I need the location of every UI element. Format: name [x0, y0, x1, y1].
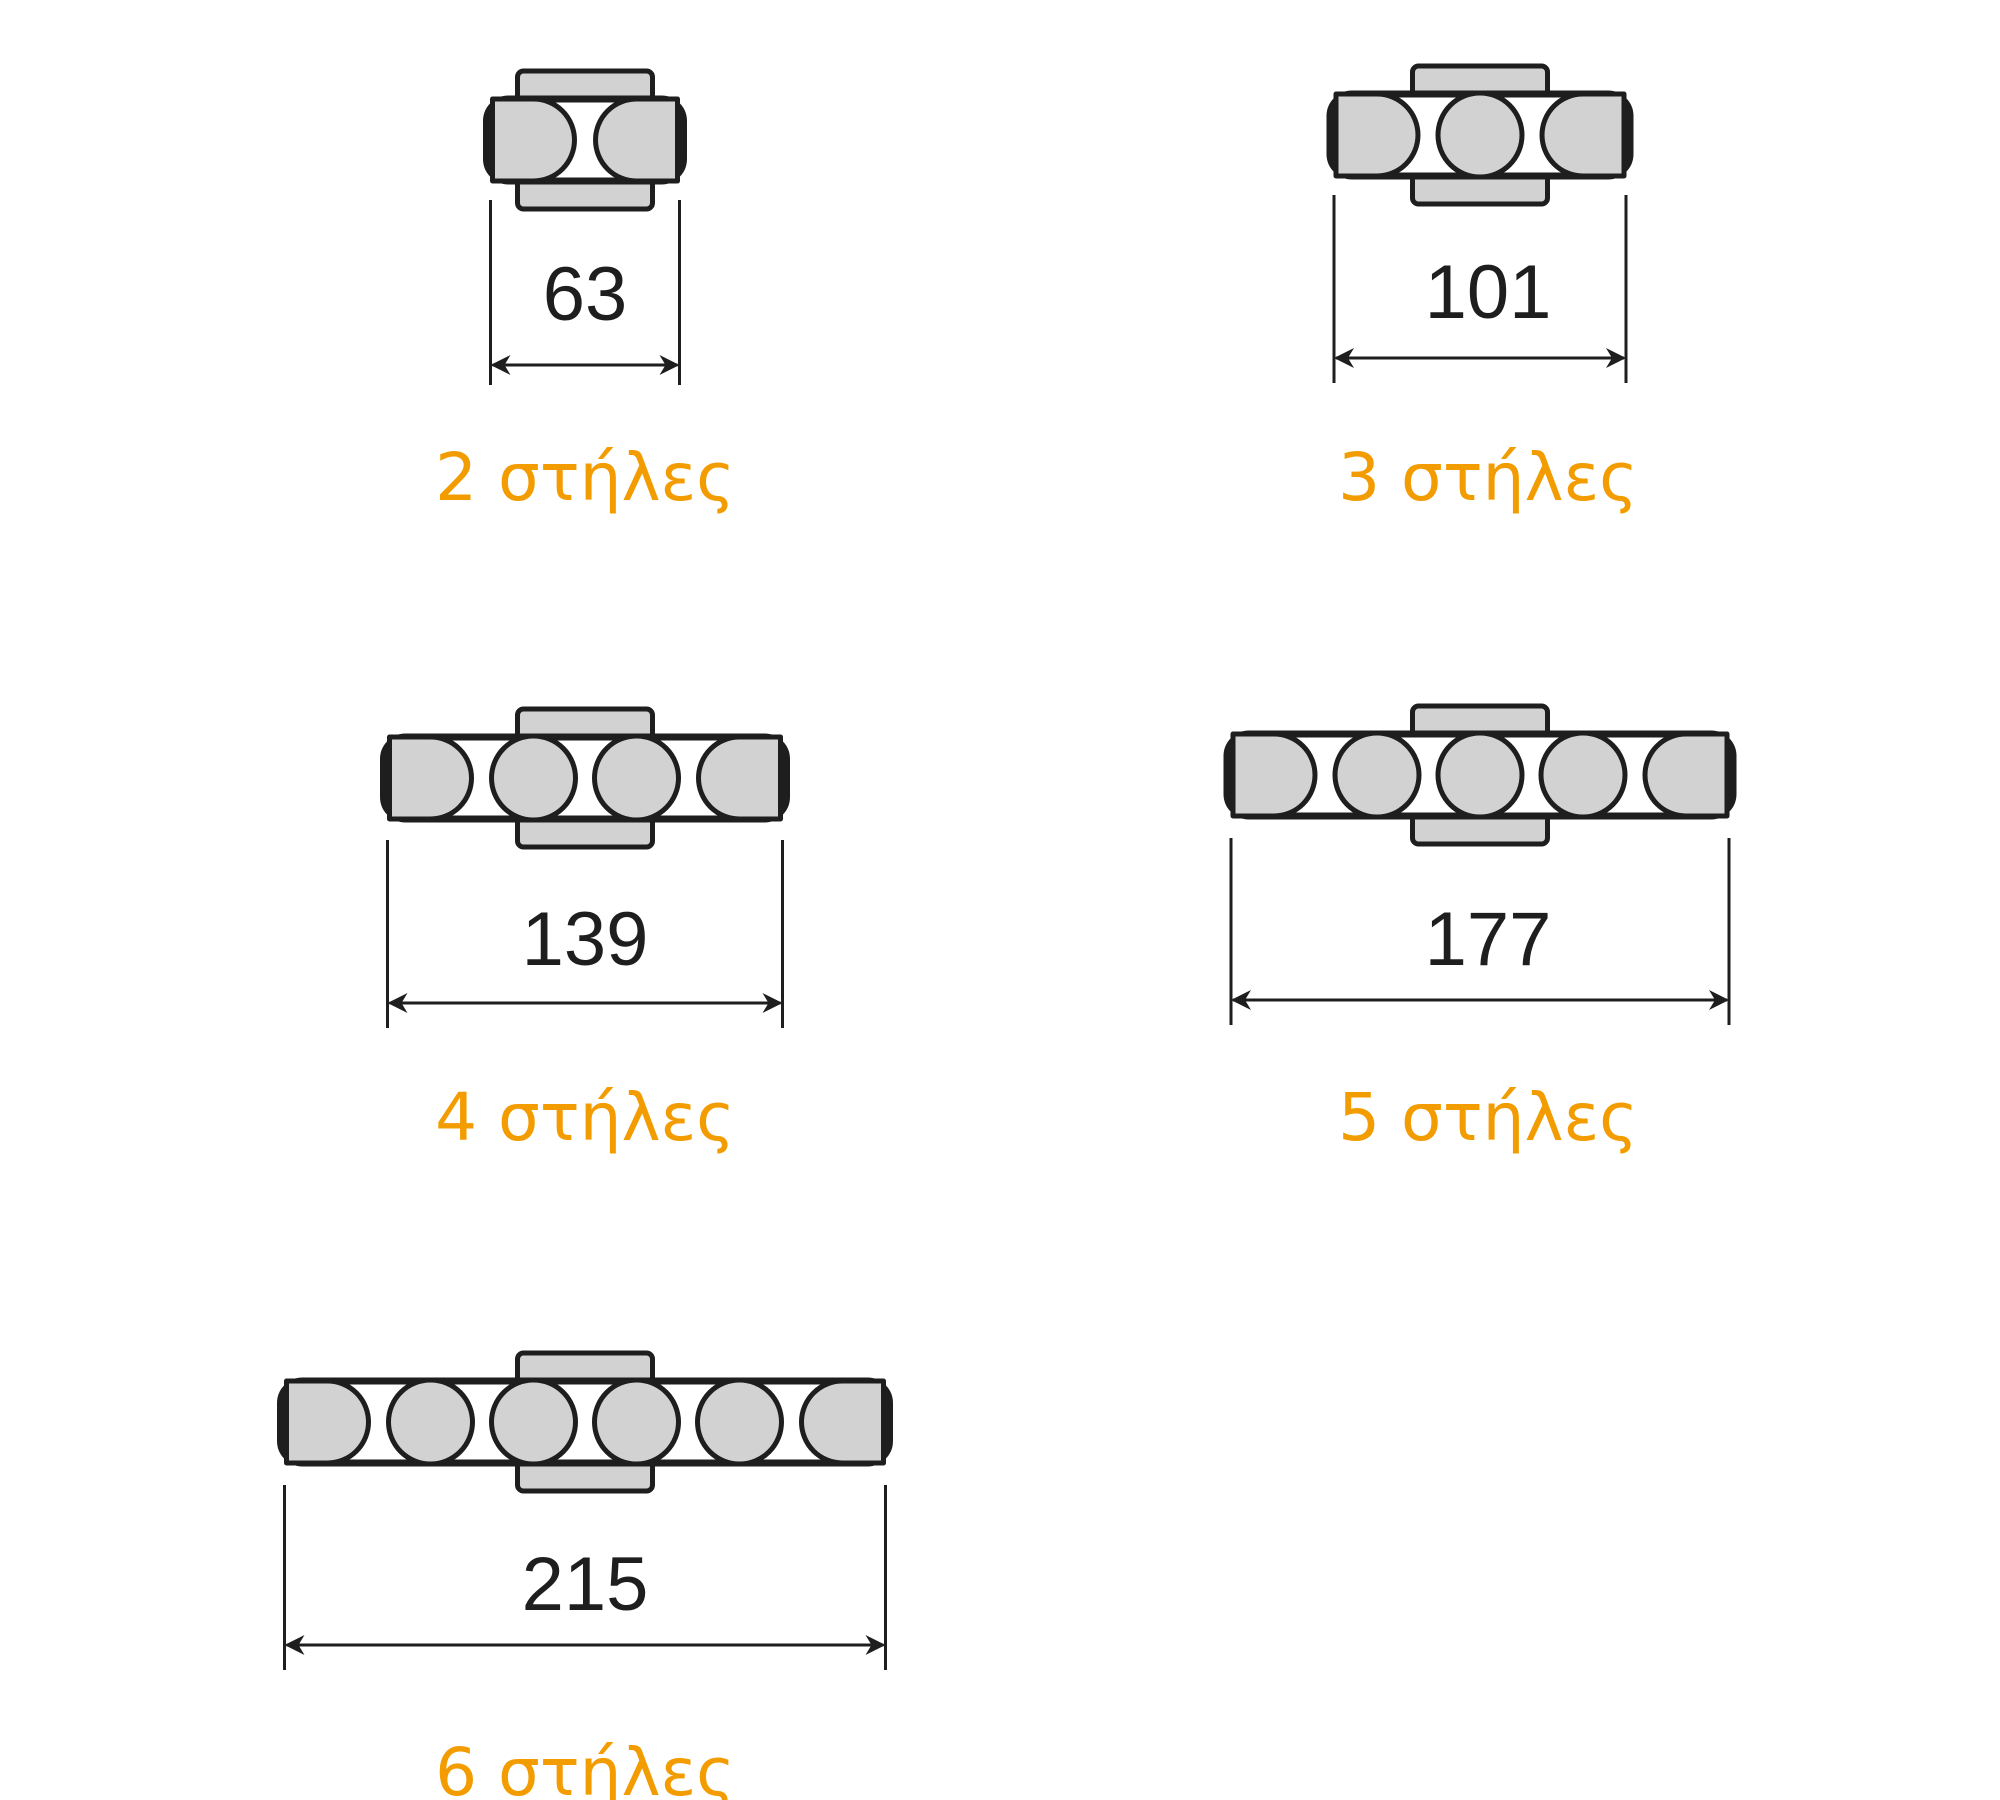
column-assembly	[1326, 63, 1634, 207]
rail-outline	[277, 1377, 893, 1467]
rail-outline	[380, 733, 790, 823]
column-assembly	[277, 1350, 893, 1494]
dimension-label: 101	[1425, 250, 1552, 335]
figure-2-columns: 63 2 στήλες	[435, 68, 735, 516]
column-end	[284, 1378, 371, 1466]
figure-caption: 3 στήλες	[1338, 439, 1638, 516]
column	[489, 1377, 578, 1467]
column	[489, 733, 578, 823]
figure-caption: 4 στήλες	[435, 1079, 735, 1156]
column	[1435, 90, 1525, 180]
column-end	[1333, 91, 1421, 179]
column-end	[696, 734, 783, 822]
column	[1435, 730, 1525, 820]
column-end	[1539, 91, 1627, 179]
dimension-label: 139	[522, 897, 649, 982]
column	[1332, 730, 1422, 820]
dimension-lines	[386, 840, 784, 1028]
dimension-label: 63	[543, 252, 628, 337]
column-assembly	[1223, 703, 1737, 847]
dimension-label: 215	[522, 1542, 649, 1627]
figure-caption: 5 στήλες	[1338, 1079, 1638, 1156]
column	[592, 733, 681, 823]
dimension-lines	[1332, 195, 1628, 383]
dimension-lines	[489, 200, 681, 385]
figure-3-columns: 101 3 στήλες	[1326, 63, 1638, 516]
figure-4-columns: 139 4 στήλες	[380, 706, 790, 1156]
dimension-lines	[1229, 838, 1731, 1025]
column	[695, 1377, 784, 1467]
column-end	[1230, 731, 1318, 819]
figure-5-columns: 177 5 στήλες	[1223, 703, 1737, 1156]
column-end	[799, 1378, 886, 1466]
figure-6-columns: 215 6 στήλες	[277, 1350, 893, 1800]
column	[1538, 730, 1628, 820]
column-assembly	[380, 706, 790, 850]
column-end	[387, 734, 474, 822]
figure-caption: 2 στήλες	[435, 439, 735, 516]
figure-caption: 6 στήλες	[435, 1734, 735, 1800]
dimension-lines	[283, 1485, 887, 1670]
column-assembly	[483, 68, 687, 212]
column-end	[490, 96, 577, 184]
dimension-label: 177	[1425, 897, 1552, 982]
column-end	[593, 96, 680, 184]
column	[386, 1377, 475, 1467]
column	[592, 1377, 681, 1467]
column-end	[1642, 731, 1730, 819]
